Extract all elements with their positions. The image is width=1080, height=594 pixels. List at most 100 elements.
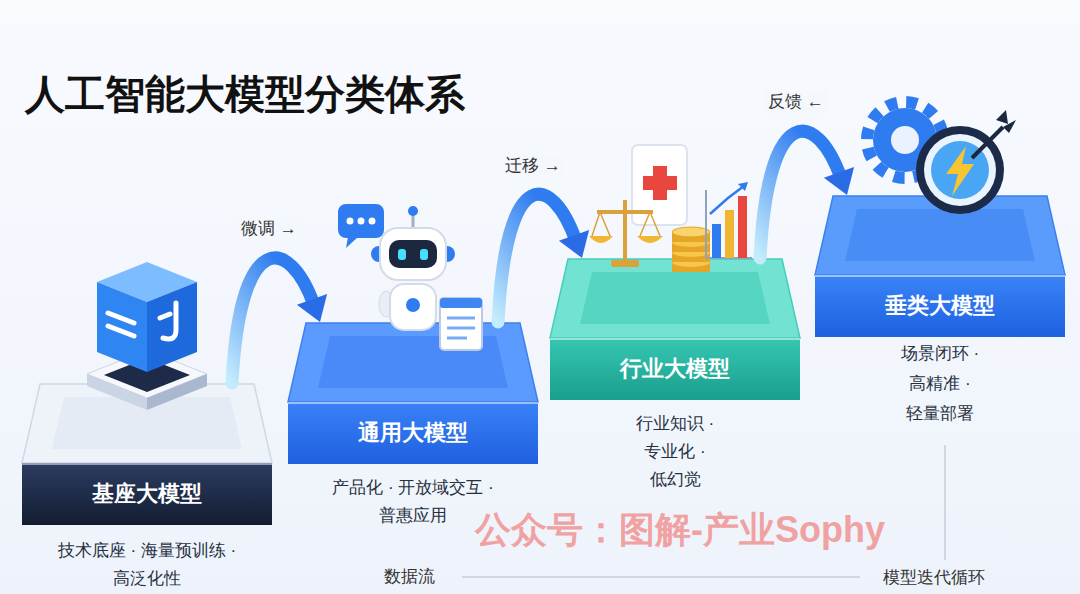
- industry-icons-part: [672, 247, 710, 257]
- platform-plate: [580, 272, 770, 324]
- model-platform: 基座大模型技术底座 · 海量预训练 · 高泛化性: [22, 383, 272, 525]
- industry-icons-part: [597, 210, 653, 214]
- industry-icons-part: [672, 232, 710, 242]
- platform-description: 技术底座 · 海量预训练 · 高泛化性: [32, 537, 262, 593]
- robot-icon-part: [347, 218, 354, 225]
- platform-heading: 通用大模型: [288, 402, 538, 464]
- base-cube-icon-part: [104, 358, 190, 392]
- robot-icon-part: [440, 298, 482, 350]
- industry-icons-part: [705, 190, 707, 258]
- edge-label: 迁移 →: [502, 155, 564, 177]
- robot-icon-part: [390, 284, 436, 330]
- industry-icons-part: [712, 224, 721, 258]
- robot-icon-part: [369, 218, 376, 225]
- industry-icons-part: [672, 237, 710, 247]
- robot-icon-part: [358, 218, 365, 225]
- industry-icons-part: [672, 227, 710, 237]
- platform-top: [288, 323, 538, 402]
- platform-top: [815, 196, 1065, 275]
- platform-highlight: [550, 338, 800, 340]
- flow-arrow: [760, 131, 854, 258]
- robot-icon-part: [379, 291, 393, 317]
- industry-icons-part: [672, 242, 710, 252]
- title-anchor: 人工智能大模型分类体系: [25, 70, 465, 118]
- industry-icons-part: [650, 212, 660, 236]
- edge-label-anchor: 反馈 ←: [765, 91, 827, 113]
- edge-label: 反馈 ←: [765, 91, 827, 113]
- gear-target-icon-part: [867, 102, 943, 178]
- robot-icon-part: [412, 214, 415, 229]
- robot-icon-part: [447, 327, 475, 330]
- base-cube-icon-part: [147, 374, 207, 410]
- platform-plate: [845, 209, 1035, 261]
- robot-icon-part: [398, 249, 406, 260]
- platform-plate: [318, 336, 508, 388]
- edge-label-anchor: 迁移 →: [502, 155, 564, 177]
- platform-heading: 行业大模型: [550, 338, 800, 400]
- platform-heading: 垂类大模型: [815, 275, 1065, 337]
- label-anchor: 模型迭代循环: [883, 567, 985, 589]
- watermark: 公众号：图解-产业Sophy: [475, 506, 885, 553]
- base-cube-icon-part: [160, 303, 176, 339]
- platform-front: [288, 402, 538, 464]
- edge-label: 微调 →: [238, 218, 300, 240]
- base-cube-icon-part: [147, 282, 197, 372]
- gear-target-icon: [867, 102, 1016, 214]
- bottom-rule-part: [462, 576, 860, 578]
- industry-icons-part: [738, 196, 747, 258]
- robot-icon-part: [440, 298, 482, 308]
- base-cube-icon: [87, 262, 207, 410]
- robot-icon-part: [406, 298, 420, 312]
- platform-heading: 基座大模型: [22, 463, 272, 525]
- label-anchor: 公众号：图解-产业Sophy: [475, 506, 885, 553]
- bottom-rule-part: [944, 445, 946, 560]
- arrow-head: [559, 230, 589, 258]
- platform-highlight: [288, 402, 538, 404]
- model-platform: 垂类大模型场景闭环 · 高精准 · 轻量部署: [815, 195, 1065, 337]
- industry-icons-part: [643, 176, 677, 190]
- industry-icons-part: [637, 236, 663, 243]
- flow-arrow: [232, 258, 327, 383]
- gear-target-icon-part: [1003, 120, 1016, 133]
- robot-icon-part: [408, 206, 418, 216]
- gear-target-icon-part: [924, 134, 996, 206]
- robot-icon-part: [447, 337, 467, 340]
- industry-icons-part: [589, 236, 613, 243]
- platform-description: 行业知识 · 专业化 · 低幻觉: [619, 410, 731, 494]
- edge-label-anchor: 微调 →: [238, 218, 300, 240]
- label-anchor: 数据流: [384, 566, 435, 588]
- bottom-rule: [462, 445, 945, 577]
- platform-top: [22, 384, 272, 463]
- robot-icon-part: [439, 246, 455, 262]
- industry-icons-part: [672, 262, 710, 272]
- diagram-title: 人工智能大模型分类体系: [25, 70, 465, 118]
- platform-highlight: [22, 463, 272, 465]
- platform-front: [22, 463, 272, 525]
- industry-icons: [589, 145, 752, 272]
- robot-icon: [338, 204, 482, 350]
- model-platform: 通用大模型产品化 · 开放域交互 · 普惠应用: [288, 322, 538, 464]
- industry-icons-part: [623, 200, 627, 262]
- model-platform: 行业大模型行业知识 · 专业化 · 低幻觉: [550, 258, 800, 400]
- gear-target-icon-part: [891, 126, 919, 154]
- platform-description: 场景闭环 · 高精准 · 轻量部署: [880, 339, 1000, 429]
- platform-front: [550, 338, 800, 400]
- industry-icons-part: [710, 186, 744, 214]
- robot-icon-part: [420, 249, 428, 260]
- robot-icon-part: [346, 237, 358, 248]
- industry-icons-part: [706, 257, 752, 259]
- platform-top: [550, 259, 800, 338]
- flow-note: 数据流: [384, 566, 435, 588]
- platform-front: [815, 275, 1065, 337]
- industry-icons-part: [653, 166, 667, 200]
- gear-target-icon-part: [931, 141, 989, 199]
- industry-icons-part: [672, 252, 710, 262]
- industry-icons-part: [725, 210, 734, 258]
- arrow-shaft: [498, 194, 576, 322]
- robot-icon-part: [389, 240, 437, 268]
- base-cube-icon-part: [87, 374, 147, 410]
- base-cube-icon-part: [97, 282, 147, 372]
- industry-icons-part: [632, 145, 687, 225]
- industry-icons-part: [600, 212, 610, 236]
